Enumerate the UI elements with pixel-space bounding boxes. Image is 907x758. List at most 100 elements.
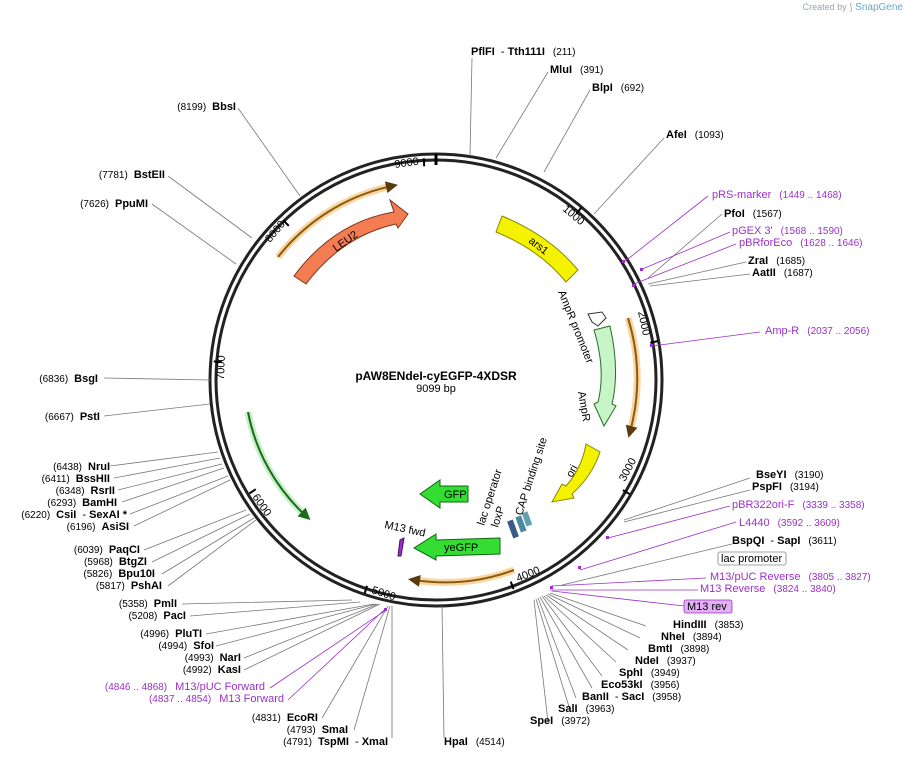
enzyme-name: ZraI [748,255,768,267]
enzyme-name: SmaI [322,724,348,736]
svg-text:(6667)PstI: (6667) PstI [45,411,100,423]
svg-text:(6293)BamHI: (6293)BamHI [47,497,117,509]
enzyme-name: Tth111I [508,46,545,58]
svg-text:M13 Reverse(3824 .. 3840): M13 Reverse(3824 .. 3840) [700,583,836,595]
enzyme-name: AfeI [666,129,687,141]
primer-pos: (3805 .. 3827) [808,572,870,583]
svg-text:(6438)NruI: (6438)NruI [53,461,110,473]
svg-text:ZraI(1685): ZraI(1685) [748,255,805,267]
snapgene-logo-icon: ⟆ [849,2,853,12]
enzyme-pos: (4831) [252,713,281,724]
svg-text:(4992)KasI: (4992)KasI [183,664,241,676]
feature-label-ori: ori [564,463,580,479]
tick-7000 [213,360,222,364]
tick-label: 2000 [635,310,652,336]
enzyme-pos: (3194) [790,482,819,493]
lac-promoter-box[interactable]: lac promoter [717,551,787,566]
svg-text:pRS-marker(1449 .. 1468): pRS-marker(1449 .. 1468) [712,189,842,201]
tick-2000 [649,340,659,344]
svg-text:(5826)Bpu10I: (5826)Bpu10I [83,568,155,580]
primer-pos: (1628 .. 1646) [800,238,862,249]
enzyme-name: PaqCI [109,544,140,556]
enzyme-pos: (1093) [695,130,724,141]
feature-gfp[interactable]: GFP [419,479,469,509]
enzyme-name: XmaI [362,736,388,748]
feature-label-m13-fwd: M13 fwd [383,519,426,539]
svg-text:BspQI- SapI(3611): BspQI- SapI(3611) [732,535,837,547]
enzyme-name: KasI [218,664,241,676]
svg-text:(4993)NarI: (4993)NarI [185,652,241,664]
svg-text:(4791)TspMI- XmaI: (4791)TspMI- XmaI [283,736,388,748]
enzyme-name: BstEII [134,169,165,181]
svg-text:(4831)EcoRI: (4831)EcoRI [252,712,318,724]
primer-name: pBR322ori-F [732,499,795,511]
enzyme-pos: (5208) [128,611,157,622]
m13-rev-box[interactable]: M13 rev [683,599,733,614]
svg-text:(6411)BssHII: (6411) BssHII [42,473,110,485]
svg-text:(4793)SmaI: (4793)SmaI [287,724,348,736]
feature-ori[interactable]: ori [551,443,601,503]
enzyme-name: SapI [777,535,800,547]
tick-marks [213,154,659,594]
enzyme-pos: (4791) [283,737,312,748]
enzyme-name: PstI [80,411,100,423]
svg-text:(4837 .. 4854)M13 Forward: (4837 .. 4854)M13 Forward [149,693,284,705]
svg-text:(6348)RsrII: (6348)RsrII [56,485,115,497]
feature-yegfp[interactable]: yeGFP [413,533,501,561]
orange-outer-arcs [244,181,641,587]
svg-text:(6196)AsiSI: (6196)AsiSI [67,521,129,533]
svg-text:PflFI- Tth111I(211): PflFI- Tth111I(211) [471,46,575,58]
enzyme-name: PspFI [752,481,782,493]
svg-text:BmtI(3898): BmtI(3898) [648,643,709,655]
enzyme-pos: (1567) [753,209,782,220]
enzyme-leader-lines [103,57,751,739]
feature-ars1[interactable]: ars1 [495,215,579,283]
primer-name: M13 Forward [219,693,284,705]
enzyme-labels: PflFI- Tth111I(211) MluI(391) BlpI(692) … [444,46,837,748]
svg-text:BseYI(3190): BseYI(3190) [756,469,823,481]
svg-text:(4846 .. 4868)M13/pUC Forward: (4846 .. 4868)M13/pUC Forward [105,681,265,693]
feature-leu2[interactable]: LEU2 [293,198,409,285]
svg-text:(5208)PacI: (5208)PacI [128,610,186,622]
enzyme-name: CsiI [56,509,76,521]
enzyme-name: PshAI [131,580,162,592]
enzyme-pos: (391) [580,65,603,76]
svg-text:(5968)BtgZI: (5968)BtgZI [84,556,147,568]
feature-ampr[interactable]: AmpR [575,325,617,428]
enzyme-pos: (5826) [83,569,112,580]
enzyme-name: PluTI [175,628,202,640]
enzyme-name: BmtI [648,643,672,655]
feature-label-ampr: AmpR [575,390,592,422]
enzyme-pos: (6411) [42,474,70,485]
enzyme-name: HpaI [444,736,468,748]
primer-name: pBRforEco [739,237,792,249]
enzyme-pos: (6293) [47,498,76,509]
enzyme-pos: (8199) [177,102,206,113]
primer-name: pGEX 3' [732,225,773,237]
enzyme-name: BsgI [74,373,98,385]
svg-text:(5358)PmlI: (5358)PmlI [119,598,177,610]
svg-text:pGEX 3'(1568 .. 1590): pGEX 3'(1568 .. 1590) [732,225,843,237]
svg-text:NdeI(3937): NdeI(3937) [635,655,696,667]
svg-text:SphI(3949): SphI(3949) [619,667,680,679]
enzyme-name: BssHII [76,473,110,485]
svg-text:(7781)BstEII: (7781)BstEII [99,169,165,181]
enzyme-pos: (4993) [185,653,214,664]
enzyme-pos: (6039) [74,545,103,556]
enzyme-name: BbsI [212,101,236,113]
credit-brand: SnapGene [855,2,903,13]
credit-prefix: Created by [802,2,847,12]
arc-arrow [625,317,639,438]
primer-name: pRS-marker [712,189,772,201]
enzyme-name: HindIII [673,619,707,631]
feature-lac-loxp-cap[interactable]: lac operator loxP CAP binding site [475,436,550,539]
tick-6000 [248,488,257,495]
enzyme-name: NruI [88,461,110,473]
enzyme-name: NdeI [635,655,659,667]
feature-ampr-promoter[interactable]: AmpR promoter [555,289,607,366]
svg-text:PfoI(1567): PfoI(1567) [724,208,782,220]
enzyme-name: BseYI [756,469,787,481]
svg-text:M13/pUC Reverse(3805 .. 3827): M13/pUC Reverse(3805 .. 3827) [710,571,871,583]
enzyme-name: NheI [661,631,685,643]
enzyme-pos: (6667) [45,412,74,423]
